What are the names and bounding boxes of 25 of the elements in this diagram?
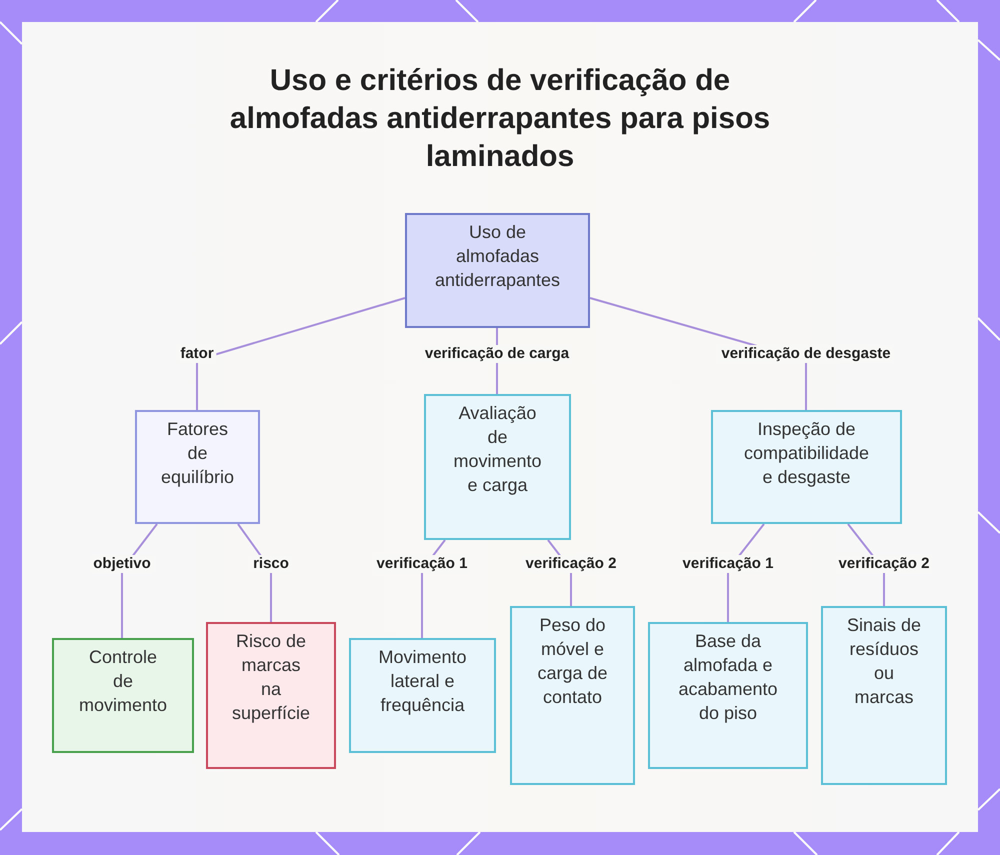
check-box bbox=[648, 622, 808, 769]
topic-box bbox=[405, 213, 590, 328]
box-text: Avaliação de movimento e carga bbox=[452, 402, 543, 497]
check-box bbox=[821, 606, 947, 785]
box-text: Risco de marcas na superfície bbox=[231, 630, 311, 725]
box-text: Sinais de resíduos ou marcas bbox=[846, 614, 922, 709]
check-box bbox=[711, 410, 902, 524]
edge-label: verificação de carga bbox=[422, 345, 572, 363]
box-text: Movimento lateral e frequência bbox=[377, 646, 468, 717]
box-text: Base da almofada e acabamento do piso bbox=[677, 630, 779, 725]
risk-box bbox=[206, 622, 336, 769]
box-text: Fatores de equilíbrio bbox=[160, 418, 236, 489]
box-text: Peso do móvel e carga de contato bbox=[536, 614, 609, 709]
box-text: Uso de almofadas antiderrapantes bbox=[434, 221, 562, 292]
check-box bbox=[349, 638, 496, 753]
category-box bbox=[135, 410, 260, 524]
box-text: Inspeção de compatibilidade e desgaste bbox=[742, 418, 870, 489]
check-box bbox=[424, 394, 571, 540]
connector-line bbox=[196, 297, 406, 410]
check-box bbox=[510, 606, 635, 785]
goal-box bbox=[52, 638, 194, 753]
edge-label: verificação 1 bbox=[680, 555, 776, 573]
diagram-title: Uso e critérios de verificação de almofadas antiderrapantes para pisos laminados bbox=[228, 63, 772, 175]
box-text: Controle de movimento bbox=[78, 646, 168, 717]
edge-label: verificação 1 bbox=[374, 555, 470, 573]
